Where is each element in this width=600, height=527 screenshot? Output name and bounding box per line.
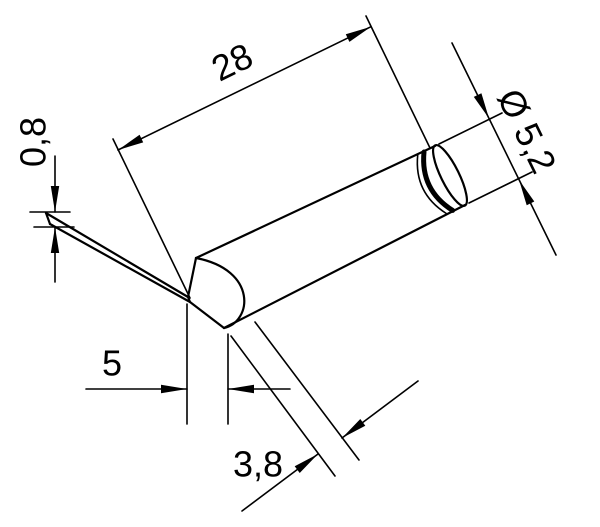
arrowhead [294, 454, 318, 473]
dimension-shaft-length: 28 [112, 15, 431, 299]
shaft-end-face [432, 143, 468, 208]
retaining-groove-outer-ring [416, 154, 448, 215]
blade-bottom-edge [48, 222, 192, 304]
extension-line [438, 112, 503, 145]
edge-width-label: 3,8 [233, 444, 283, 485]
arrowhead [345, 26, 371, 42]
dimension-blade-thickness: 0,8 [13, 117, 75, 283]
arrowhead [473, 93, 489, 119]
dimension-line [117, 25, 372, 151]
arrowhead [519, 180, 535, 206]
shaft-length-label: 28 [205, 35, 259, 89]
dimension-edge-width: 3,8 [230, 321, 419, 512]
blade-end-edge [44, 211, 52, 226]
dimension-shaft-diameter: Ø 5,2 [438, 42, 565, 256]
arrowhead [342, 419, 366, 438]
extension-line [365, 15, 431, 149]
blade-thickness-label: 0,8 [13, 117, 54, 167]
extension-line [254, 321, 360, 461]
arrowhead [50, 186, 60, 212]
tip-face-left-edge [186, 256, 226, 330]
extension-line [230, 335, 336, 477]
tip-width-label: 5 [102, 343, 122, 384]
extension-line [468, 171, 533, 204]
extension-line [112, 138, 191, 299]
dimension-line [451, 42, 557, 256]
retaining-groove-dark-ring [421, 149, 456, 213]
arrowhead [228, 384, 254, 394]
blade-top-edge [44, 211, 190, 299]
arrowhead [50, 227, 60, 253]
shaft-top-edge [194, 144, 437, 260]
shaft-bottom-edge [222, 203, 467, 330]
dimension-tip-width: 5 [85, 303, 291, 425]
arrowhead [161, 384, 187, 394]
soldering-tip-part [44, 143, 468, 330]
tip-face-ellipse-curve [194, 256, 246, 330]
arrowhead [118, 134, 144, 150]
shaft-diameter-label: Ø 5,2 [489, 82, 564, 179]
